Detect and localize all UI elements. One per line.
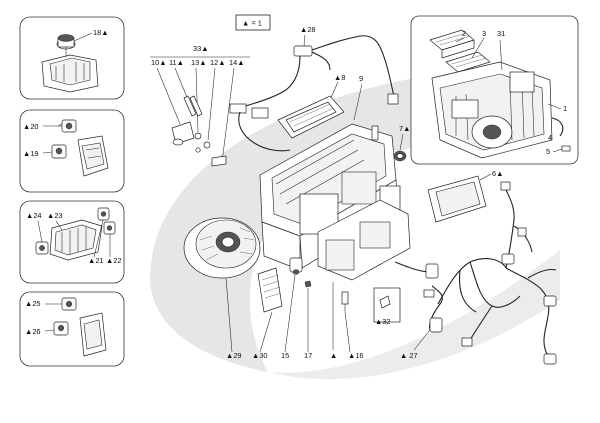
harness-28: ▲28: [229, 25, 399, 152]
screw-17: 17: [304, 280, 312, 360]
legend-box: ▲ = 1: [235, 14, 271, 31]
callout-18: 18▲: [93, 28, 109, 37]
filter-frame-6: 6▲: [427, 169, 503, 223]
callout-7: 7▲: [399, 124, 410, 133]
legend-text: ▲ = 1: [242, 19, 262, 28]
callout-32: ▲32: [375, 317, 391, 326]
panel-25-26: ▲25 ▲26: [19, 291, 125, 367]
actuator-21-22: [97, 207, 116, 235]
callout-23: ▲23: [47, 211, 63, 220]
actuator-19: [51, 144, 67, 159]
callout-33: 33▲: [193, 44, 209, 53]
flap-housing: [49, 219, 103, 261]
harness-27: ▲ 27: [394, 181, 557, 365]
hvac-unit-1: [431, 39, 553, 159]
panel-18: 18▲: [19, 16, 125, 100]
callout-19: ▲19: [23, 149, 39, 158]
oring-13-12: [194, 132, 211, 153]
callout-20: ▲20: [23, 122, 39, 131]
callout-17: 17: [304, 351, 312, 360]
callout-6: 6▲: [492, 169, 503, 178]
actuator-24: [35, 241, 49, 255]
filter-pad-8: ▲8: [277, 73, 345, 139]
mount-block: [77, 135, 109, 177]
actuator-26: [53, 321, 69, 336]
screw-15: 15: [281, 269, 300, 360]
resistor-30: ▲30: [252, 267, 283, 360]
actuator-20: [57, 119, 77, 133]
main-housing-9: 9: [259, 74, 411, 281]
callout-12: 12▲: [210, 58, 226, 67]
panel-20-19: ▲20 ▲19: [19, 109, 125, 193]
callout-25: ▲25: [25, 299, 41, 308]
actuator-assembly-18: [41, 34, 99, 93]
clip-5: [561, 145, 571, 152]
callout-21: ▲21: [88, 256, 104, 265]
callout-24: ▲24: [26, 211, 42, 220]
callout-9: 9: [359, 74, 363, 83]
part-32: ▲32: [373, 287, 401, 326]
callout-16: ▲16: [348, 351, 364, 360]
callout-27: ▲ 27: [400, 351, 418, 360]
clip-14: [211, 155, 227, 167]
filter-2-3: [429, 29, 491, 73]
grommet-7: 7▲: [393, 124, 410, 162]
valve-block: [79, 312, 107, 357]
bracket-11: [183, 95, 203, 117]
callout-13: 13▲: [191, 58, 207, 67]
callout-30: ▲30: [252, 351, 268, 360]
callout-28: ▲28: [300, 25, 316, 34]
callout-14: 14▲: [229, 58, 245, 67]
callout-31: 31: [497, 29, 505, 38]
blower-fan-29: ▲29: [183, 217, 261, 360]
callout-3: 3: [482, 29, 486, 38]
callout-5: 5: [546, 147, 550, 156]
callout-triangle: ▲: [330, 351, 337, 360]
callout-10: 10▲: [151, 58, 167, 67]
callout-11: 11▲: [169, 58, 184, 67]
actuator-25: [61, 297, 77, 311]
callout-1: 1: [563, 104, 567, 113]
callout-29: ▲29: [226, 351, 242, 360]
right-panel-hvac-unit: 2 3 31 1 4 5: [410, 15, 579, 165]
panel-24-23-21-22: ▲24 ▲23 ▲21 ▲22: [19, 200, 125, 284]
valve-10: [171, 121, 195, 146]
callout-8: ▲8: [334, 73, 345, 82]
hose-4: [551, 117, 564, 137]
sensor-16: ▲16: [341, 291, 364, 360]
callout-unnumbered: ▲: [330, 282, 337, 360]
group-33: 33▲ 10▲ 11▲ 13▲ 12▲ 14▲: [150, 44, 250, 167]
callout-2: 2: [462, 29, 466, 38]
callout-26: ▲26: [25, 327, 41, 336]
callout-15: 15: [281, 351, 289, 360]
callout-4: 4: [548, 133, 552, 142]
callout-22: ▲22: [106, 256, 122, 265]
